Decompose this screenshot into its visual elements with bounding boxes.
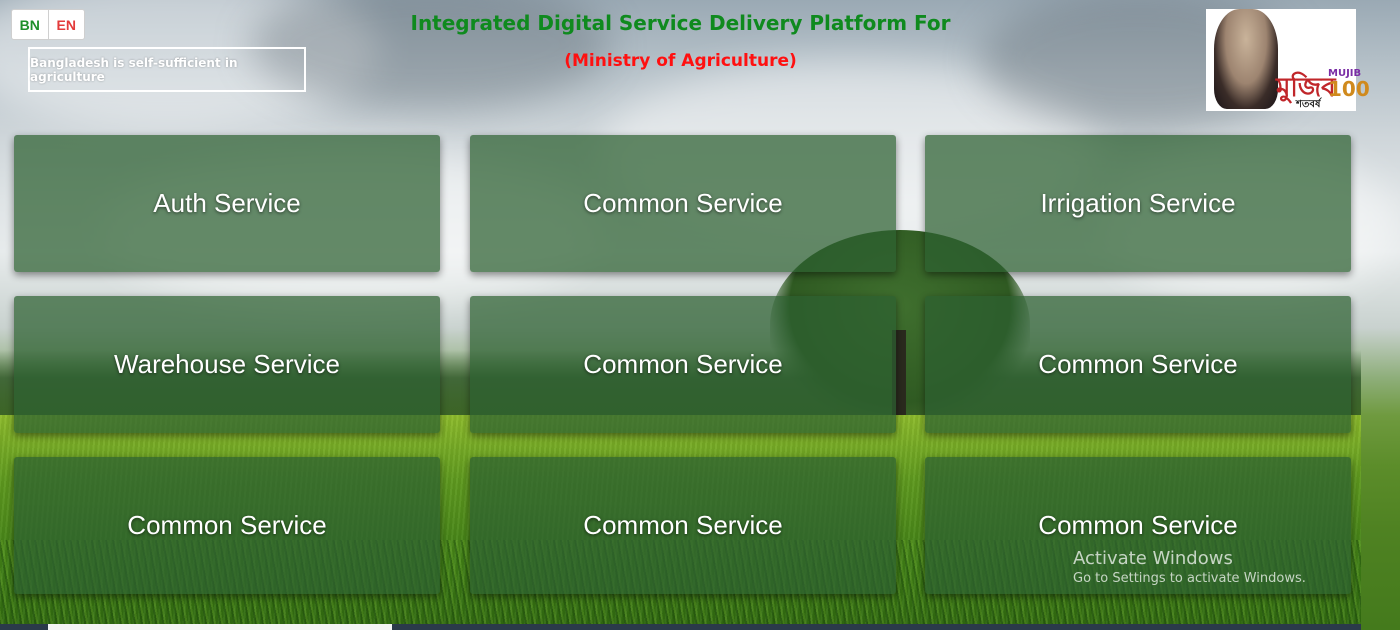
- logo-bn-word: মুজিব: [1276, 73, 1336, 103]
- service-card-common[interactable]: Common Service: [470, 135, 896, 272]
- service-card-label: Common Service: [583, 349, 783, 379]
- lang-bn-button[interactable]: BN: [12, 10, 49, 39]
- portrait-image: [1214, 9, 1278, 109]
- watermark-title: Activate Windows: [1073, 548, 1233, 569]
- scrollbar-thumb[interactable]: [48, 624, 392, 630]
- watermark-subtitle: Go to Settings to activate Windows.: [1073, 571, 1306, 586]
- cloud: [250, 0, 610, 110]
- service-card-common[interactable]: Common Service: [14, 457, 440, 594]
- service-card-label: Common Service: [583, 510, 783, 540]
- tagline-box: Bangladesh is self-sufficient in agricul…: [28, 47, 306, 92]
- logo-hundred-text: 100: [1328, 77, 1370, 101]
- lang-en-button[interactable]: EN: [56, 16, 76, 33]
- activate-windows-watermark: Activate Windows Go to Settings to activ…: [1073, 548, 1306, 586]
- logo-number: MUJIB 100: [1328, 68, 1370, 101]
- service-card-warehouse[interactable]: Warehouse Service: [14, 296, 440, 433]
- service-card-label: Irrigation Service: [1040, 188, 1236, 218]
- service-card-label: Common Service: [127, 510, 327, 540]
- logo-bn-sub: শতবর্ষ: [1296, 99, 1321, 110]
- mujib-100-logo: মুজিব শতবর্ষ MUJIB 100: [1206, 9, 1370, 111]
- language-toggle: BN EN: [11, 9, 85, 40]
- bottom-scrollbar: [0, 624, 1361, 630]
- service-card-common[interactable]: Common Service: [470, 457, 896, 594]
- service-card-label: Common Service: [1038, 349, 1238, 379]
- service-card-label: Common Service: [1038, 510, 1238, 540]
- service-card-irrigation[interactable]: Irrigation Service: [925, 135, 1351, 272]
- service-card-label: Common Service: [583, 188, 783, 218]
- page-title: Integrated Digital Service Delivery Plat…: [410, 11, 951, 35]
- service-card-auth[interactable]: Auth Service: [14, 135, 440, 272]
- service-card-label: Warehouse Service: [114, 349, 340, 379]
- service-card-common[interactable]: Common Service: [925, 457, 1351, 594]
- service-card-label: Auth Service: [153, 188, 301, 218]
- logo-mujib-text: MUJIB: [1328, 68, 1362, 79]
- page-subtitle: (Ministry of Agriculture): [564, 51, 797, 71]
- service-card-common[interactable]: Common Service: [470, 296, 896, 433]
- service-card-common[interactable]: Common Service: [925, 296, 1351, 433]
